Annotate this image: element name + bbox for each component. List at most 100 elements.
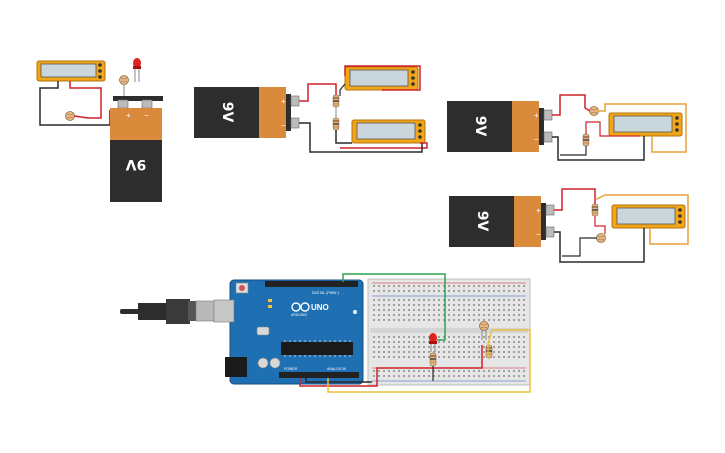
breadboard-hole: [518, 370, 520, 372]
breadboard-hole: [488, 290, 490, 292]
breadboard-hole: [393, 290, 395, 292]
resistor-breadboard-a[interactable]: [429, 352, 437, 367]
breadboard-hole: [403, 319, 405, 321]
breadboard-hole: [443, 336, 445, 338]
photoresistor-4[interactable]: [596, 233, 606, 243]
breadboard-hole: [458, 290, 460, 292]
multimeter-2a[interactable]: [344, 66, 419, 91]
breadboard-hole: [413, 336, 415, 338]
wire-black-2[interactable]: [299, 122, 423, 153]
battery-4[interactable]: + − 9V: [449, 196, 555, 247]
breadboard-hole: [453, 356, 455, 358]
breadboard-hole: [388, 290, 390, 292]
breadboard-hole: [438, 285, 440, 287]
breadboard-hole: [448, 299, 450, 301]
breadboard-hole: [373, 346, 375, 348]
breadboard-hole: [433, 346, 435, 348]
breadboard-hole: [388, 375, 390, 377]
battery-2[interactable]: + − 9V: [194, 87, 300, 138]
breadboard[interactable]: [367, 278, 531, 386]
battery-3[interactable]: + − 9V: [447, 101, 553, 152]
photoresistor-breadboard[interactable]: [479, 321, 489, 341]
multimeter-3[interactable]: [608, 112, 683, 137]
photoresistor-1b[interactable]: [65, 111, 75, 121]
breadboard-hole: [443, 290, 445, 292]
breadboard-hole: [413, 290, 415, 292]
breadboard-hole: [413, 346, 415, 348]
multimeter-4[interactable]: [611, 204, 686, 229]
wire-red-3[interactable]: [552, 94, 591, 116]
breadboard-hole: [433, 285, 435, 287]
breadboard-hole: [403, 341, 405, 343]
breadboard-hole: [503, 304, 505, 306]
breadboard-hole: [383, 304, 385, 306]
breadboard-hole: [388, 314, 390, 316]
wire-black-2b[interactable]: [335, 130, 352, 144]
resistor-2a[interactable]: [332, 94, 340, 108]
breadboard-hole: [503, 309, 505, 311]
battery-1[interactable]: + − 9V: [110, 96, 163, 202]
wire-black-2c[interactable]: [339, 83, 346, 96]
wire-yellow[interactable]: [327, 329, 531, 393]
wire-red[interactable]: [69, 81, 102, 119]
breadboard-hole: [518, 351, 520, 353]
resistor-4[interactable]: [591, 203, 599, 217]
wire-black-3[interactable]: [552, 136, 645, 161]
multimeter-1[interactable]: [36, 60, 106, 82]
resistor-2b[interactable]: [332, 117, 340, 131]
breadboard-hole: [413, 370, 415, 372]
usb-cable[interactable]: [120, 299, 215, 324]
photoresistor-3[interactable]: [589, 106, 599, 116]
wire-black-4[interactable]: [554, 228, 645, 263]
wire-black-3b[interactable]: [560, 146, 587, 156]
breadboard-hole: [483, 314, 485, 316]
breadboard-hole: [413, 351, 415, 353]
breadboard-hole: [378, 356, 380, 358]
wire-red-arduino[interactable]: [299, 345, 483, 387]
breadboard-hole: [478, 370, 480, 372]
resistor-3[interactable]: [582, 133, 590, 147]
wire-black-arduino[interactable]: [305, 378, 372, 383]
breadboard-hole: [398, 319, 400, 321]
breadboard-hole: [378, 314, 380, 316]
wire-red-4b[interactable]: [594, 216, 606, 234]
wire-green[interactable]: [342, 273, 446, 341]
breadboard-hole: [513, 285, 515, 287]
breadboard-hole: [503, 319, 505, 321]
wire-red-3b[interactable]: [585, 121, 640, 137]
wire-red-2d[interactable]: [340, 142, 428, 149]
breadboard-hole: [428, 304, 430, 306]
breadboard-hole: [463, 290, 465, 292]
breadboard-hole: [443, 341, 445, 343]
breadboard-hole: [428, 319, 430, 321]
breadboard-hole: [483, 304, 485, 306]
wire-red-2b[interactable]: [344, 65, 421, 91]
wire-red-4[interactable]: [554, 188, 596, 211]
breadboard-hole: [408, 299, 410, 301]
multimeter-2b[interactable]: [351, 119, 426, 144]
breadboard-hole: [503, 341, 505, 343]
power-header-label: POWER: [284, 367, 298, 371]
breadboard-hole: [473, 314, 475, 316]
digital-header-label: DIGITAL (PWM~): [312, 291, 339, 295]
breadboard-hole: [423, 285, 425, 287]
photoresistor-1[interactable]: [119, 75, 129, 85]
led-breadboard[interactable]: [429, 333, 437, 352]
breadboard-hole: [378, 346, 380, 348]
wire-red-2[interactable]: [299, 83, 337, 102]
breadboard-hole: [468, 319, 470, 321]
breadboard-hole: [493, 309, 495, 311]
breadboard-hole: [438, 351, 440, 353]
breadboard-hole: [423, 356, 425, 358]
wire-black-4b[interactable]: [562, 237, 597, 257]
breadboard-hole: [508, 346, 510, 348]
led-1[interactable]: [133, 58, 141, 82]
breadboard-hole: [433, 370, 435, 372]
breadboard-hole: [388, 285, 390, 287]
resistor-breadboard-b[interactable]: [485, 344, 493, 359]
arduino-uno-board[interactable]: UNO ARDUINO DIGITAL (PWM~) POWER ANALOG …: [213, 279, 364, 385]
breadboard-hole: [523, 346, 525, 348]
breadboard-hole: [483, 336, 485, 338]
wire-orange-4[interactable]: [594, 194, 689, 245]
wire-orange-3[interactable]: [598, 103, 687, 153]
